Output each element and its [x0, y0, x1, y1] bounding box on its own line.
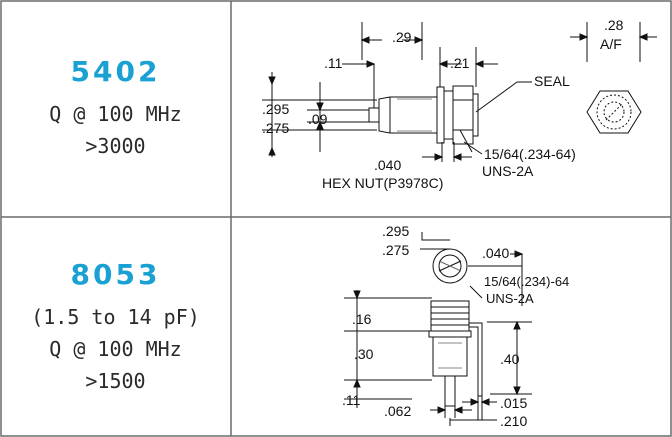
- dim-text: .040: [374, 157, 401, 173]
- dim-text: .30: [354, 346, 374, 362]
- row-5402-info: 5402 Q @ 100 MHz >3000: [0, 0, 231, 217]
- drawing-8053: .295 .275 .040 15/64(.234)-64 UNS-2A .16…: [342, 223, 569, 429]
- dim-text: UNS-2A: [482, 163, 534, 179]
- model-number: 8053: [70, 257, 161, 291]
- dim-text: .11: [342, 392, 361, 408]
- dim-text: .40: [500, 351, 520, 367]
- drawing-5402: .29 .11 .21 SEAL .295 .275 .09 .040 HEX …: [262, 17, 657, 191]
- spec-line: Q @ 100 MHz: [49, 336, 182, 361]
- dim-text: .015: [500, 395, 527, 411]
- dim-text: .040: [482, 245, 509, 261]
- dim-text: .275: [382, 242, 409, 258]
- dim-text: .29: [392, 29, 412, 45]
- spec-line: (1.5 to 14 pF): [31, 304, 200, 329]
- dim-text: .210: [500, 413, 527, 429]
- dim-text: SEAL: [534, 73, 570, 89]
- dim-text: HEX NUT(P3978C): [322, 175, 443, 191]
- spec-line: >3000: [85, 134, 146, 158]
- dim-text: .295: [382, 223, 409, 239]
- dim-text: .11: [324, 55, 343, 71]
- dim-text: .275: [262, 120, 289, 136]
- dim-text: .295: [262, 101, 289, 117]
- dim-text: UNS-2A: [486, 291, 534, 306]
- dim-text: 15/64(.234-64): [484, 146, 576, 162]
- dim-text: 15/64(.234)-64: [484, 274, 569, 289]
- dim-text: .062: [384, 403, 411, 419]
- row-8053-info: 8053 (1.5 to 14 pF) Q @ 100 MHz >1500: [0, 217, 231, 437]
- dim-text: .28: [604, 17, 624, 33]
- dim-text: .09: [308, 111, 328, 127]
- dim-text: .16: [352, 311, 372, 327]
- dim-text: A/F: [600, 36, 622, 52]
- spec-line: Q @ 100 MHz: [49, 102, 182, 126]
- dim-text: .21: [450, 55, 470, 71]
- spec-line: >1500: [85, 368, 146, 393]
- model-number: 5402: [70, 55, 161, 88]
